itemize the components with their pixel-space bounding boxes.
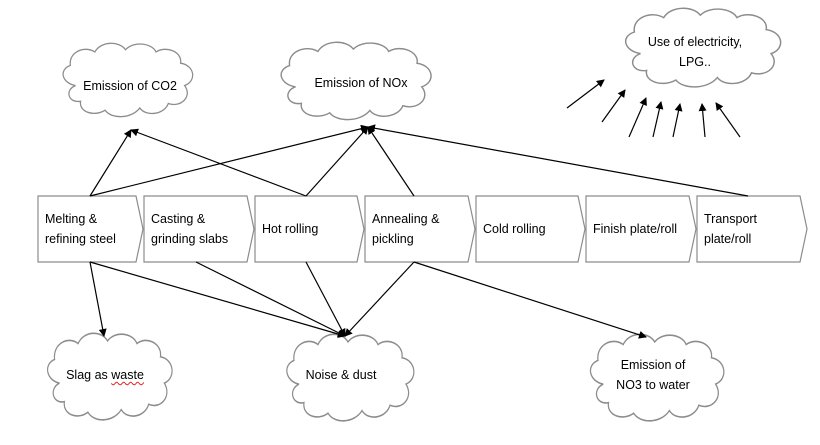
step-line1: Casting & [151, 209, 228, 229]
arrow-melting-to-co2 [90, 130, 131, 196]
no3-line1: Emission of [583, 355, 723, 375]
process-step-label-finish: Finish plate/roll [593, 219, 677, 239]
slag-waste-text: waste [111, 368, 144, 382]
arrow-to-electricity-7 [716, 103, 740, 137]
step-line1: Transport [704, 209, 757, 229]
arrow-to-electricity-2 [602, 90, 625, 122]
process-step-label-transport: Transportplate/roll [704, 209, 757, 249]
co2-text: Emission of CO2 [83, 79, 177, 93]
step-line1: Melting & [45, 209, 116, 229]
arrow-to-electricity-4 [653, 102, 661, 137]
step-line1: Cold rolling [483, 219, 546, 239]
process-step-label-annealing: Annealing &pickling [372, 209, 439, 249]
cloud-label-co2: Emission of CO2 [60, 76, 200, 96]
cloud-label-no3: Emission of NO3 to water [583, 355, 723, 395]
process-step-label-melting: Melting &refining steel [45, 209, 116, 249]
arrow-to-electricity-1 [567, 80, 604, 108]
arrow-melting-to-slag [90, 262, 104, 336]
nox-text: Emission of NOx [314, 76, 407, 90]
arrow-annealing-to-no3 [414, 262, 646, 337]
step-line2: pickling [372, 229, 439, 249]
cloud-label-noise: Noise & dust [276, 365, 406, 385]
cloud-label-nox: Emission of NOx [286, 73, 436, 93]
step-line1: Finish plate/roll [593, 219, 677, 239]
arrow-to-electricity-3 [629, 98, 646, 137]
process-step-label-hot: Hot rolling [262, 219, 318, 239]
arrow-transport-to-nox [368, 127, 748, 196]
arrow-annealing-to-noise [345, 262, 414, 336]
step-line1: Hot rolling [262, 219, 318, 239]
electricity-line2: LPG.. [620, 52, 770, 72]
step-line2: plate/roll [704, 229, 757, 249]
step-line2: grinding slabs [151, 229, 228, 249]
process-step-label-casting: Casting &grinding slabs [151, 209, 228, 249]
arrow-annealing-to-nox [368, 127, 414, 196]
slag-text: Slag as [66, 368, 111, 382]
arrow-hot-to-co2 [131, 130, 306, 196]
electricity-line1: Use of electricity, [620, 32, 770, 52]
arrow-melting-to-nox [90, 127, 368, 196]
process-step-label-cold: Cold rolling [483, 219, 546, 239]
step-line2: refining steel [45, 229, 116, 249]
arrow-to-electricity-5 [673, 104, 680, 137]
step-line1: Annealing & [372, 209, 439, 229]
cloud-label-slag: Slag as waste [40, 365, 170, 385]
noise-text: Noise & dust [306, 368, 377, 382]
no3-line2: NO3 to water [583, 375, 723, 395]
arrow-hot-to-noise [306, 262, 345, 336]
cloud-label-electricity: Use of electricity, LPG.. [620, 32, 770, 72]
arrow-hot-to-nox [306, 127, 368, 196]
arrow-to-electricity-6 [702, 104, 705, 137]
